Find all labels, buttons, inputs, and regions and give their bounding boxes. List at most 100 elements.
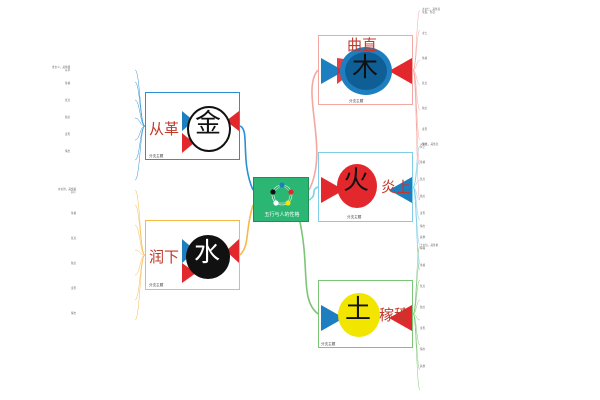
fire-detail-list: 火主礼，其性急 炎上 性格 优点 缺点 身形 情志 其他 [420,143,438,239]
wood-sub-line [412,69,421,201]
water-char: 水 [194,238,221,268]
fire-branch-line [308,186,319,201]
earth-detail-item: 土主信，其性重 [420,244,439,247]
wood-sub-line [412,29,421,71]
wood-detail-item: 主仁 [422,32,428,35]
fire-detail-item: 情志 [420,225,426,228]
earth-detail-item: 缺点 [420,306,426,309]
water-detail-item: 水主智，其性聪 [58,188,77,191]
earth-sub-line [412,313,421,371]
water-sub-line [134,254,146,321]
fire-detail-item: 缺点 [420,195,426,198]
earth-sub-line [412,261,421,315]
earth-sub-line [412,279,421,315]
five-elements-cycle-icon [270,182,294,206]
fire-note: 分支主题 [347,215,362,219]
water-direction: 润下 [149,248,180,266]
wood-sub-line [412,9,421,71]
metal-detail-item: 性格 [64,82,71,85]
water-node[interactable]: 润下 水 分支主题 [145,220,240,290]
earth-direction: 稼穑 [379,306,410,324]
metal-sub-line [134,125,146,181]
earth-note: 分支主题 [321,342,336,346]
metal-detail-item: 优点 [64,99,71,102]
metal-detail-item: 缺点 [64,116,71,119]
water-detail-item: 情志 [70,312,77,315]
water-detail-item: 润下 [70,191,77,194]
metal-detail-list: 金主义，其性刚 从革 性格 优点 缺点 身形 情志 [52,66,70,153]
water-sub-line [134,254,146,276]
earth-char: 土 [345,295,372,325]
earth-detail-item: 身形 [420,327,426,330]
fire-node[interactable]: 火 炎上 分支主题 [318,152,413,222]
fire-detail-item: 身形 [420,212,426,215]
water-sub-line [134,254,146,301]
fire-sub-line [412,186,421,271]
wood-char: 木 [352,53,379,83]
earth-node[interactable]: 土 稼穑 分支主题 [318,280,413,348]
metal-sub-line [134,117,146,127]
metal-char: 金 [195,109,222,139]
metal-sub-line [134,81,146,127]
earth-sub-line [412,245,421,315]
fire-direction: 炎上 [381,178,412,196]
wood-detail-item: 木主仁，其性直 [422,8,441,11]
fire-sub-line [412,186,421,246]
water-detail-item: 缺点 [70,262,77,265]
fire-emblem-icon [321,164,412,208]
metal-direction: 从革 [149,120,180,138]
metal-detail-item: 从革 [64,69,71,72]
earth-sub-line [412,313,421,321]
water-detail-item: 性格 [70,212,77,215]
central-topic-title: 五行与人的性格 [264,212,300,218]
wood-emblem-icon [321,47,412,95]
water-detail-item: 优点 [70,237,77,240]
fire-sub-line [412,159,421,188]
metal-detail-item: 情志 [64,150,71,153]
water-branch-line [239,204,254,256]
earth-detail-list: 土主信，其性重 稼穑 性格 优点 缺点 身形 情志 其他 [420,244,438,368]
wood-branch-line [308,69,319,191]
earth-sub-line [412,313,421,391]
metal-sub-line [134,99,146,127]
wood-detail-item: 情志 [422,143,428,146]
earth-emblem-icon [321,293,412,337]
earth-detail-item: 稼穑 [420,247,426,250]
wood-sub-line [412,69,421,86]
wood-direction: 曲直 [347,36,378,54]
fire-char: 火 [343,166,370,196]
water-detail-list: 水主智，其性聪 润下 性格 优点 缺点 身形 情志 [58,188,76,315]
earth-detail-item: 其他 [420,365,426,368]
wood-detail-item: 身形 [422,128,428,131]
fire-sub-line [412,179,421,188]
wood-detail-item: 缺点 [422,107,428,110]
wood-node[interactable]: 曲直 木 分支主题 [318,35,413,105]
fire-sub-line [412,145,421,188]
water-sub-line [134,224,146,256]
fire-detail-item: 优点 [420,178,426,181]
water-detail-item: 身形 [70,287,77,290]
fire-detail-item: 其他 [420,236,426,239]
fire-sub-line [412,186,421,201]
metal-branch-line [239,125,254,191]
water-sub-line [134,204,146,256]
wood-sub-line [412,69,421,166]
metal-note: 分支主题 [149,154,164,158]
metal-node[interactable]: 从革 金 分支主题 [145,92,240,160]
water-sub-line [134,189,146,256]
wood-sub-line [412,69,421,141]
fire-detail-item: 炎上 [420,146,426,149]
earth-sub-line [412,299,421,315]
metal-emblem-icon [182,106,239,153]
earth-detail-item: 情志 [420,348,426,351]
water-note: 分支主题 [149,283,164,287]
central-topic[interactable]: 五行与人的性格 [253,177,309,222]
metal-detail-item: 身形 [64,133,71,136]
water-emblem-icon [182,235,239,283]
wood-note: 分支主题 [349,99,364,103]
metal-sub-line [134,125,146,141]
fire-detail-item: 火主礼，其性急 [420,143,439,146]
metal-detail-item: 金主义，其性刚 [52,66,71,69]
